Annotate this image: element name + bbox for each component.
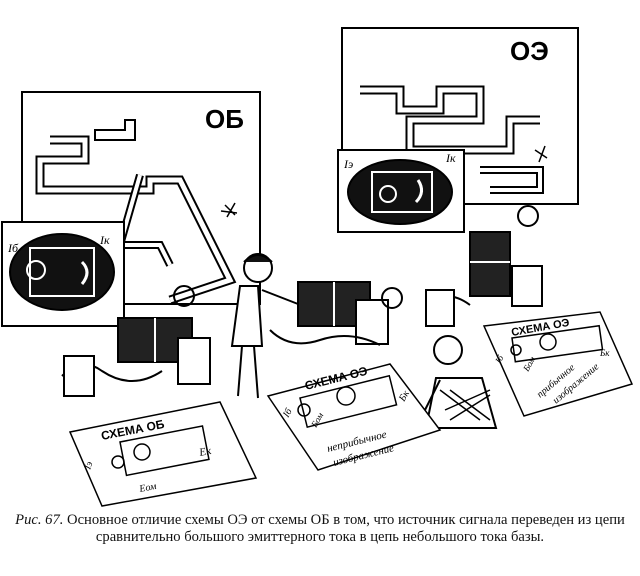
sitting-boy: [421, 335, 498, 429]
sheet-right: СХЕМА ОЭ Iб Бк Бом прибычное изображение: [482, 311, 634, 417]
sheet-left: СХЕМА ОБ Iэ Eк Eом: [68, 401, 258, 507]
left-inset-label-ik: Iк: [99, 233, 110, 247]
left-poster-inset: Iб Iк: [1, 221, 125, 327]
sheet-middle: СХЕМА ОЭ Iб Бк Бом неприбычное изображен…: [266, 363, 442, 471]
right-poster-inset: Iэ Iк: [337, 149, 465, 233]
cartoon-illustration: ОБ Iб Iк ОЭ: [1, 27, 634, 507]
sheet-right-label-bk: Бк: [599, 348, 610, 358]
right-battery: [425, 205, 543, 327]
standing-boy: [230, 253, 299, 399]
right-inset-label-ie: Iэ: [343, 157, 353, 171]
sheet-middle-label-bk: Бк: [397, 389, 412, 405]
figure-caption: Рис. 67. Основное отличие схемы ОЭ от сх…: [8, 512, 632, 546]
left-battery: [61, 285, 211, 397]
figure-caption-text: Основное отличие схемы ОЭ от схемы ОБ в …: [63, 512, 625, 545]
right-poster-title: ОЭ: [510, 36, 549, 66]
sheet-left-label-eom: Eом: [137, 481, 157, 495]
figure-caption-prefix: Рис. 67.: [15, 512, 64, 528]
left-inset-label-ib: Iб: [7, 241, 19, 255]
sheet-left-label-ek: Eк: [197, 445, 213, 459]
left-poster-title: ОБ: [205, 104, 244, 134]
right-inset-label-ik: Iк: [445, 151, 456, 165]
middle-battery: [269, 281, 403, 346]
